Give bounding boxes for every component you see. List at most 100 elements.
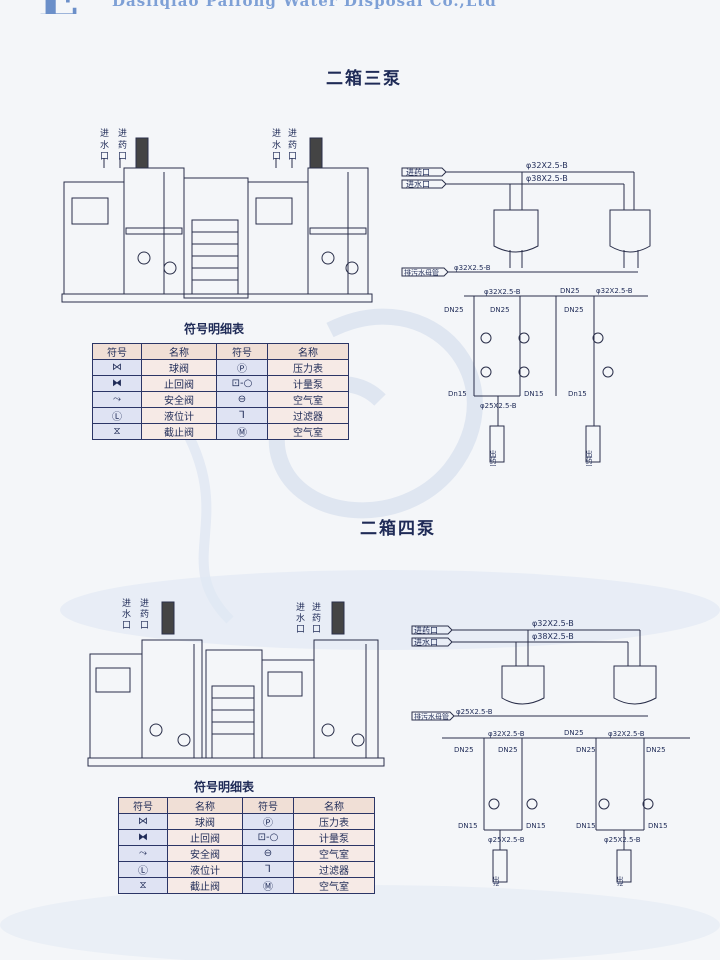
header-logo-letter: E	[38, 0, 79, 14]
metering-pump-icon: ⊡-○	[242, 829, 294, 846]
dn25-label-c: DN25	[564, 306, 584, 314]
svg-text:药: 药	[118, 140, 127, 151]
pipe2-25-drain-label: φ25X2.5-B	[456, 708, 493, 716]
legend-name: 截止阀	[167, 877, 243, 894]
svg-text:口: 口	[118, 152, 127, 162]
pipe2-inlet-water-label: 进水口	[414, 637, 438, 647]
air-chamber-m-icon: Ⓜ	[242, 877, 294, 894]
dn25-label-a: DN25	[444, 306, 464, 314]
legend-header-name: 名称	[141, 343, 217, 360]
piping-diagram-1: 进药口 进水口 φ32X2.5-B φ38X2.5-B 排污水母管 φ32X2.…	[401, 161, 651, 466]
pipe2-25-label-a: φ25X2.5-B	[488, 836, 525, 844]
legend-header-symbol: 符号	[92, 343, 142, 360]
svg-text:进: 进	[296, 602, 305, 613]
pipe-inlet-chem-label: 进药口	[406, 167, 430, 177]
svg-text:进: 进	[312, 602, 321, 613]
legend-name: 球阀	[141, 359, 217, 376]
svg-text:水: 水	[100, 139, 109, 151]
dn25-header-label: DN25	[560, 287, 580, 295]
legend-name: 压力表	[267, 359, 349, 376]
legend-name: 球阀	[167, 813, 243, 830]
svg-text:药: 药	[312, 613, 321, 624]
pipe-32-label-drain: φ32X2.5-B	[454, 264, 491, 272]
legend-name: 计量泵	[293, 829, 375, 846]
pressure-gauge-icon: Ⓟ	[242, 813, 294, 830]
pipe-38-label: φ38X2.5-B	[526, 174, 568, 183]
legend-name: 截止阀	[141, 423, 217, 440]
stop-valve-icon: ⧖	[92, 423, 142, 440]
svg-text:口: 口	[100, 152, 109, 162]
pipe2-32-label: φ32X2.5-B	[532, 619, 574, 628]
outlet-label-2b: 出药口	[616, 875, 624, 886]
inlet-water-label-1a: 进	[100, 128, 109, 139]
legend2-header-symbol-2: 符号	[242, 797, 294, 814]
pipe2-dn15-d: DN15	[648, 822, 668, 830]
safety-valve-icon: ⤳	[92, 391, 142, 408]
pipe-drain-label: 排污水母管	[404, 268, 439, 277]
svg-text:口: 口	[122, 621, 131, 631]
outlet-label-2a: 出药口	[492, 875, 500, 886]
pipe2-dn15-b: DN15	[526, 822, 546, 830]
check-valve-icon: ⧓	[118, 829, 168, 846]
svg-text:口: 口	[312, 625, 321, 635]
pipe-inlet-water-label: 进水口	[406, 179, 430, 189]
svg-text:口: 口	[296, 625, 305, 635]
pipe2-dn15-a: DN15	[458, 822, 478, 830]
pipe-32-label: φ32X2.5-B	[526, 161, 568, 170]
air-chamber-m-icon: Ⓜ	[216, 423, 268, 440]
pipe2-dn25-a: DN25	[454, 746, 474, 754]
air-chamber-icon: ⊖	[216, 391, 268, 408]
pipe2-25-label-b: φ25X2.5-B	[604, 836, 641, 844]
svg-text:口: 口	[288, 152, 297, 162]
pipe2-inlet-chem-label: 进药口	[414, 625, 438, 635]
pipe2-drain-label: 排污水母管	[414, 712, 449, 721]
header-company-name: Dasiiqiao Paifong Water Disposal Co.,Ltd	[112, 0, 497, 10]
pipe2-dn25-c: DN25	[576, 746, 596, 754]
legend2-header-name: 名称	[167, 797, 243, 814]
legend-name: 过滤器	[293, 861, 375, 878]
legend-name: 止回阀	[167, 829, 243, 846]
legend-name: 安全阀	[141, 391, 217, 408]
legend-name: 安全阀	[167, 845, 243, 862]
svg-text:药: 药	[288, 140, 297, 151]
dn15-label-a: Dn15	[448, 390, 467, 398]
ball-valve-icon: ⋈	[92, 359, 142, 376]
pressure-gauge-icon: Ⓟ	[216, 359, 268, 376]
svg-text:进: 进	[272, 128, 281, 139]
legend-name: 空气室	[267, 391, 349, 408]
pipe2-dn25-header: DN25	[564, 729, 584, 737]
legend-2-title: 符号明细表	[194, 780, 255, 794]
svg-text:水: 水	[122, 608, 131, 620]
legend-name: 压力表	[293, 813, 375, 830]
air-chamber-icon: ⊖	[242, 845, 294, 862]
svg-text:口: 口	[272, 152, 281, 162]
stop-valve-icon: ⧖	[118, 877, 168, 894]
svg-text:药: 药	[140, 609, 149, 620]
pipe-25-label: φ25X2.5-B	[480, 402, 517, 410]
outlet-label-1a: 出药口	[489, 449, 497, 466]
svg-text:口: 口	[140, 621, 149, 631]
ball-valve-icon: ⋈	[118, 813, 168, 830]
svg-text:水: 水	[272, 139, 281, 151]
equipment-drawing-1: 进 水口 进药口 进水口 进药口	[61, 128, 373, 303]
level-gauge-icon: Ⓛ	[92, 407, 142, 424]
svg-text:进: 进	[122, 598, 131, 609]
pipe2-32-header-right: φ32X2.5-B	[608, 730, 645, 738]
dn25-label-b: DN25	[490, 306, 510, 314]
legend-1-title: 符号明细表	[184, 322, 245, 336]
check-valve-icon: ⧓	[92, 375, 142, 392]
metering-pump-icon: ⊡-○	[216, 375, 268, 392]
legend-name: 空气室	[293, 845, 375, 862]
legend-name: 液位计	[167, 861, 243, 878]
legend-name: 过滤器	[267, 407, 349, 424]
pipe2-dn25-b: DN25	[498, 746, 518, 754]
piping-diagram-2: 进药口 进水口 φ32X2.5-B φ38X2.5-B 排污水母管 φ25X2.…	[411, 619, 690, 886]
dn15-label-b: DN15	[524, 390, 544, 398]
legend-name: 计量泵	[267, 375, 349, 392]
pipe-32-label-header-left: φ32X2.5-B	[484, 288, 521, 296]
safety-valve-icon: ⤳	[118, 845, 168, 862]
outlet-label-1b: 出药口	[585, 449, 593, 466]
pipe2-32-header-left: φ32X2.5-B	[488, 730, 525, 738]
